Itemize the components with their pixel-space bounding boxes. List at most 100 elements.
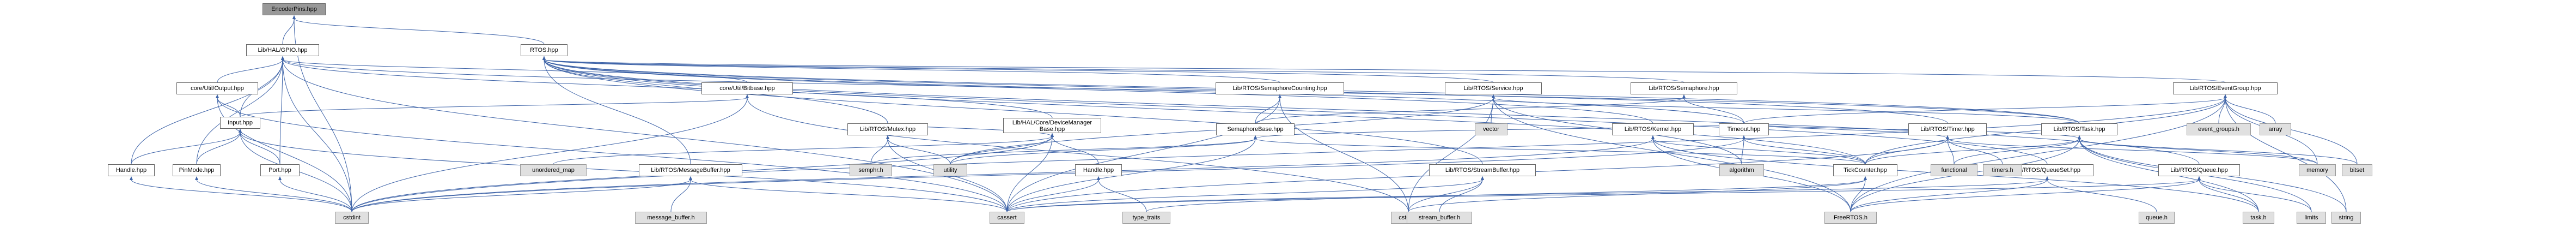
file-node-lib-rtos-eventgroup-hpp[interactable]: Lib/RTOS/EventGroup.hpp: [2173, 82, 2278, 94]
include-edge: [1006, 179, 1483, 212]
file-node-core-util-output-hpp[interactable]: core/Util/Output.hpp: [176, 82, 258, 94]
file-node-lib-rtos-mutex-hpp[interactable]: Lib/RTOS/Mutex.hpp: [847, 123, 928, 135]
file-node-lib-rtos-semaphorecounting-hpp[interactable]: Lib/RTOS/SemaphoreCounting.hpp: [1216, 82, 1344, 94]
file-node-encoderpins-hpp[interactable]: EncoderPins.hpp: [263, 3, 326, 15]
external-header-vector: vector: [1475, 123, 1507, 135]
include-edge: [1006, 179, 1099, 212]
include-edge: [217, 97, 241, 117]
edge-arrowhead: [1682, 94, 1686, 98]
file-node-semaphorebase-hpp[interactable]: SemaphoreBase.hpp: [1216, 123, 1295, 135]
include-edge: [544, 59, 1653, 124]
file-node-tickcounter-hpp[interactable]: TickCounter.hpp: [1833, 164, 1897, 176]
include-edge: [282, 59, 352, 212]
file-node-core-util-bitbase-hpp[interactable]: core/Util/Bitbase.hpp: [701, 82, 793, 94]
include-edge: [1947, 138, 2318, 165]
edge-arrowhead: [130, 176, 133, 180]
include-edge: [196, 179, 352, 212]
include-edge: [544, 59, 1280, 83]
file-node-lib-hal-core-devicemanager-base-hpp[interactable]: Lib/HAL/Core/DeviceManager Base.hpp: [1003, 118, 1101, 133]
edge-arrowhead: [542, 56, 546, 60]
include-edge: [351, 138, 1744, 212]
include-edge: [553, 136, 1053, 165]
external-header-string: string: [2331, 212, 2361, 224]
include-edge: [1743, 138, 1866, 165]
include-edge: [544, 59, 2226, 83]
file-node-lib-rtos-kernel-hpp[interactable]: Lib/RTOS/Kernel.hpp: [1612, 123, 1694, 135]
include-edge: [1741, 138, 1744, 165]
include-edge: [1006, 179, 2200, 212]
external-header-unordered-map: unordered_map: [520, 164, 587, 176]
include-edge: [196, 59, 283, 165]
include-edge: [196, 132, 241, 165]
include-edge: [351, 138, 1653, 212]
include-edge: [282, 59, 748, 83]
external-header-message-buffer-h: message_buffer.h: [635, 212, 707, 224]
edge-arrowhead: [2046, 176, 2049, 180]
include-edge: [1954, 138, 2080, 165]
edge-arrowhead: [1864, 176, 1867, 180]
edge-arrowhead: [1254, 135, 1257, 139]
external-header-functional: functional: [1931, 164, 1977, 176]
include-edge: [351, 97, 2226, 212]
file-node-lib-rtos-queue-hpp[interactable]: Lib/RTOS/Queue.hpp: [2158, 164, 2240, 176]
include-edge: [1408, 97, 1494, 212]
external-header-algorithm: algorithm: [1719, 164, 1764, 176]
external-header-memory: memory: [2299, 164, 2336, 176]
file-node-input-hpp[interactable]: Input.hpp: [220, 117, 260, 129]
file-node-lib-rtos-task-hpp[interactable]: Lib/RTOS/Task.hpp: [2041, 123, 2117, 135]
file-node-handle-hpp[interactable]: Handle.hpp: [108, 164, 155, 176]
include-edge: [1255, 97, 1280, 124]
include-edge: [240, 97, 748, 117]
include-edge: [1865, 138, 1948, 165]
file-node-handle-hpp[interactable]: Handle.hpp: [1075, 164, 1122, 176]
file-node-lib-rtos-timer-hpp[interactable]: Lib/RTOS/Timer.hpp: [1908, 123, 1987, 135]
include-edge: [131, 132, 241, 165]
include-edge: [351, 179, 691, 212]
include-edge: [887, 138, 951, 165]
include-edge: [240, 132, 1008, 212]
edge-arrowhead: [292, 15, 296, 19]
file-node-lib-rtos-streambuffer-hpp[interactable]: Lib/RTOS/StreamBuffer.hpp: [1429, 164, 1536, 176]
external-header-stream-buffer-h: stream_buffer.h: [1407, 212, 1472, 224]
include-edge: [544, 59, 1494, 83]
edge-arrowhead: [1097, 176, 1100, 180]
include-edge: [282, 59, 1053, 118]
external-header-freertos-h: FreeRTOS.h: [1824, 212, 1877, 224]
include-edge: [2225, 97, 2276, 124]
edge-arrowhead: [1051, 133, 1054, 137]
edge-arrowhead: [239, 129, 242, 133]
file-node-lib-hal-gpio-hpp[interactable]: Lib/HAL/GPIO.hpp: [246, 44, 319, 56]
external-header-queue-h: queue.h: [2139, 212, 2175, 224]
include-edge: [2079, 138, 2318, 165]
include-edge: [670, 179, 691, 212]
include-edge: [1408, 179, 1866, 212]
include-edge: [1850, 97, 2226, 212]
include-edge: [1850, 179, 2200, 212]
edge-arrowhead: [1492, 94, 1495, 98]
external-header-array: array: [2260, 123, 2291, 135]
file-node-lib-rtos-messagebuffer-hpp[interactable]: Lib/RTOS/MessageBuffer.hpp: [639, 164, 742, 176]
include-edge: [2199, 179, 2259, 212]
edge-arrowhead: [1651, 135, 1655, 139]
include-edge: [282, 18, 295, 45]
external-header-timers-h: timers.h: [1983, 164, 2022, 176]
include-edge: [279, 59, 283, 165]
file-node-timeout-hpp[interactable]: Timeout.hpp: [1719, 123, 1769, 135]
file-node-pinmode-hpp[interactable]: PinMode.hpp: [173, 164, 221, 176]
file-node-lib-rtos-semaphore-hpp[interactable]: Lib/RTOS/Semaphore.hpp: [1631, 82, 1737, 94]
include-edge: [1493, 97, 1851, 212]
file-node-lib-rtos-service-hpp[interactable]: Lib/RTOS/Service.hpp: [1445, 82, 1542, 94]
include-edge: [544, 59, 1483, 165]
include-edge: [1439, 179, 1483, 212]
include-edge: [690, 179, 1008, 212]
file-node-rtos-hpp[interactable]: RTOS.hpp: [521, 44, 567, 56]
include-edge: [1006, 97, 1280, 212]
include-edge: [747, 97, 1409, 212]
external-header-semphr-h: semphr.h: [850, 164, 892, 176]
external-header-cstdint: cstdint: [335, 212, 369, 224]
edge-arrowhead: [689, 176, 692, 180]
file-node-port-hpp[interactable]: Port.hpp: [260, 164, 300, 176]
external-header-bitset: bitset: [2342, 164, 2372, 176]
file-node-lib-rtos-queueset-hpp[interactable]: Lib/RTOS/QueueSet.hpp: [2001, 164, 2093, 176]
